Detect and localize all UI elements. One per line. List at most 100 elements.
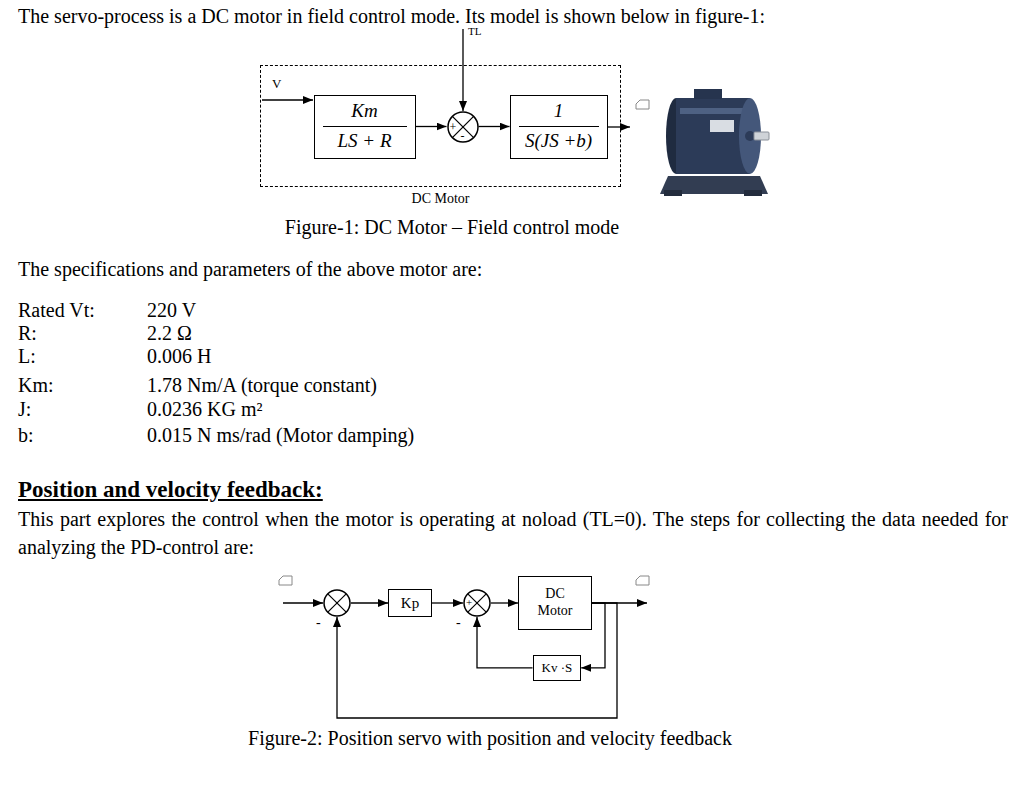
label-wrap: 0.015 N ms/rad (Motor damping) bbox=[147, 424, 414, 447]
label-wrap: TL bbox=[468, 25, 481, 38]
title-wrap: DC Motor bbox=[261, 191, 620, 207]
label-wrap: 220 V bbox=[147, 299, 196, 322]
block-title: DC Motor bbox=[261, 191, 620, 207]
output-arrow bbox=[592, 602, 647, 603]
sign-wrap: - bbox=[316, 616, 321, 630]
label-wrap: The servo-process is a DC motor in field… bbox=[18, 5, 765, 28]
block-text: Km bbox=[351, 100, 377, 123]
label-wrap: V bbox=[272, 77, 281, 92]
signal-connector bbox=[351, 602, 388, 603]
junction-circle bbox=[464, 590, 490, 616]
param-name: Rated Vt: bbox=[18, 299, 95, 322]
body-text: This part explores the control when the … bbox=[18, 505, 1008, 561]
sign-wrap: - bbox=[461, 130, 465, 142]
label-wrap: J: bbox=[18, 398, 31, 421]
junction-cross bbox=[328, 594, 346, 612]
motor-nameplate bbox=[710, 120, 734, 132]
block-text: Kp bbox=[401, 594, 419, 612]
feedback-block: Kv ·S bbox=[533, 655, 582, 681]
label-wrap: The specifications and parameters of the… bbox=[18, 258, 482, 281]
label-wrap: b: bbox=[18, 424, 34, 447]
motor-illustration bbox=[660, 89, 769, 196]
param-name: Km: bbox=[18, 374, 54, 397]
probe-icon bbox=[636, 100, 649, 109]
param-name: b: bbox=[18, 424, 34, 447]
signal-connector bbox=[479, 126, 510, 127]
block-text: Kv ·S bbox=[542, 660, 573, 676]
summing-junction: +- bbox=[463, 589, 491, 617]
param-value: 0.006 H bbox=[147, 345, 211, 368]
param-name: R: bbox=[18, 322, 37, 345]
param-value: 0.0236 KG m² bbox=[147, 398, 262, 421]
motor-front-face bbox=[739, 98, 761, 174]
sign-symbol: + bbox=[450, 121, 457, 133]
gain-block: Kp bbox=[388, 589, 432, 617]
transfer-block: 1S(JS +b) bbox=[510, 95, 608, 159]
motor-terminal-box bbox=[694, 89, 722, 99]
sign-wrap: - bbox=[456, 616, 461, 630]
probe-icon bbox=[636, 576, 649, 585]
signal-connector bbox=[432, 602, 463, 603]
transfer-block: KmLS + R bbox=[314, 95, 416, 159]
param-name: L: bbox=[18, 345, 36, 368]
param-value: 2.2 Ω bbox=[147, 322, 192, 345]
motor-back-cap bbox=[666, 98, 686, 174]
sign-symbol: - bbox=[316, 616, 321, 630]
junction-circle bbox=[324, 590, 350, 616]
section-heading: Position and velocity feedback: bbox=[18, 477, 323, 503]
input-arrow bbox=[283, 602, 323, 603]
label-wrap: Rated Vt: bbox=[18, 299, 95, 322]
label-wrap: L: bbox=[18, 345, 36, 368]
signal-connector bbox=[491, 602, 518, 603]
param-value: 0.015 N ms/rad (Motor damping) bbox=[147, 424, 414, 447]
motor-highlight bbox=[680, 108, 746, 114]
signal-label: V bbox=[272, 77, 281, 92]
label-wrap: Figure-2: Position servo with position a… bbox=[140, 727, 840, 750]
label-wrap: 0.0236 KG m² bbox=[147, 398, 262, 421]
motor-model-boundary: DC MotorKmLS + R+-1S(JS +b) bbox=[260, 65, 621, 187]
input-arrow bbox=[262, 99, 313, 100]
label-wrap: Figure-1: DC Motor – Field control mode bbox=[102, 216, 802, 239]
motor-base bbox=[660, 176, 768, 194]
summing-junction: +- bbox=[447, 111, 479, 143]
label-wrap: Km: bbox=[18, 374, 54, 397]
label-wrap: This part explores the control when the … bbox=[18, 505, 1008, 561]
junction-cross bbox=[328, 594, 346, 612]
motor-bearing bbox=[745, 131, 755, 141]
sign-symbol: + bbox=[466, 597, 472, 608]
block-text: DC Motor bbox=[532, 586, 578, 620]
load-torque-arrow bbox=[462, 29, 463, 111]
motor-shaft bbox=[754, 132, 769, 140]
param-value: 220 V bbox=[147, 299, 196, 322]
sign-wrap: + bbox=[450, 121, 457, 133]
plant-block: DC Motor bbox=[518, 576, 592, 630]
fraction-bar bbox=[323, 126, 407, 127]
summing-junction: - bbox=[323, 589, 351, 617]
motor-foot bbox=[664, 190, 682, 196]
label-wrap: 1.78 Nm/A (torque constant) bbox=[147, 374, 377, 397]
fraction-bar bbox=[519, 126, 599, 127]
label-wrap: R: bbox=[18, 322, 37, 345]
sign-wrap: + bbox=[466, 597, 472, 608]
figure-caption: Figure-1: DC Motor – Field control mode bbox=[102, 216, 802, 239]
block-text: S(JS +b) bbox=[525, 130, 592, 153]
param-value: 1.78 Nm/A (torque constant) bbox=[147, 374, 377, 397]
label-wrap: 0.006 H bbox=[147, 345, 211, 368]
junction-symbol bbox=[323, 589, 351, 617]
body-text: The specifications and parameters of the… bbox=[18, 258, 482, 281]
figure-caption: Figure-2: Position servo with position a… bbox=[140, 727, 840, 750]
signal-label: TL bbox=[468, 25, 481, 38]
sign-symbol: - bbox=[456, 616, 461, 630]
label-wrap: 2.2 Ω bbox=[147, 322, 192, 345]
intro-text: The servo-process is a DC motor in field… bbox=[18, 5, 765, 28]
signal-connector bbox=[416, 126, 447, 127]
param-name: J: bbox=[18, 398, 31, 421]
output-arrow bbox=[608, 126, 630, 127]
sign-symbol: - bbox=[461, 130, 465, 142]
motor-foot bbox=[744, 190, 762, 196]
motor-body bbox=[676, 98, 750, 174]
probe-icon bbox=[279, 576, 292, 585]
block-text: 1 bbox=[554, 100, 564, 123]
junction-circle bbox=[448, 112, 478, 142]
label-wrap: Position and velocity feedback: bbox=[18, 477, 323, 503]
